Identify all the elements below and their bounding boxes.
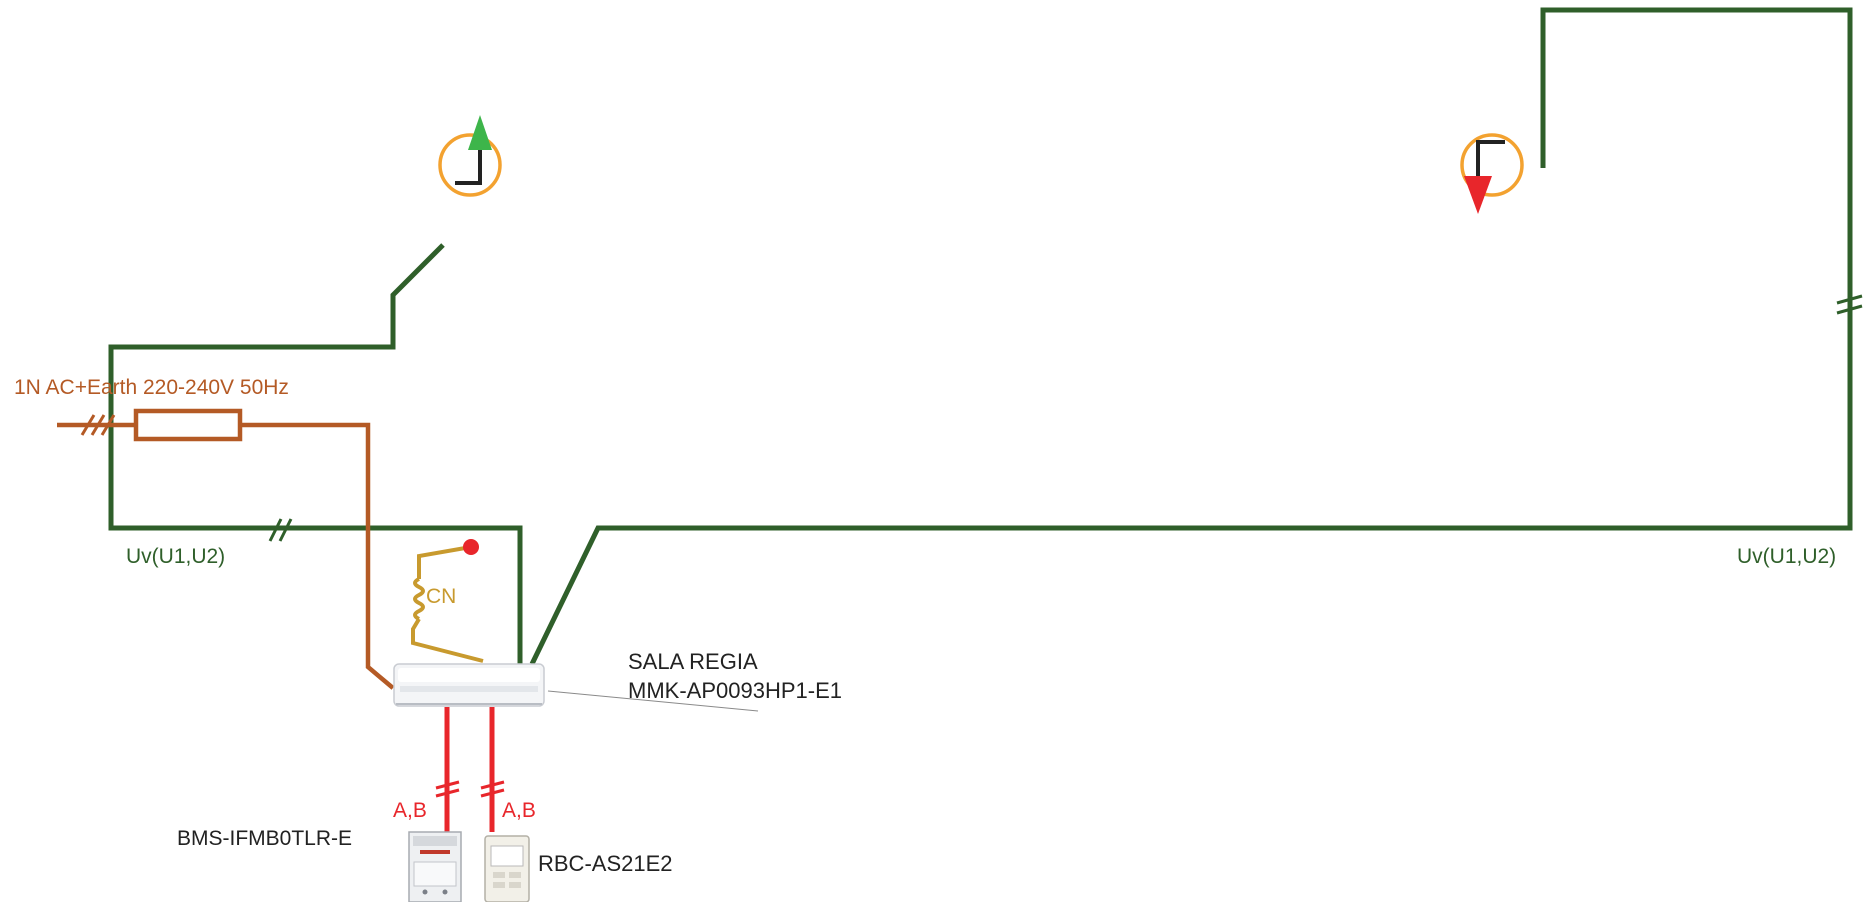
sensor-tip-dot bbox=[463, 539, 479, 555]
sensor-label: CN bbox=[426, 585, 457, 608]
unit-model-label: MMK-AP0093HP1-E1 bbox=[628, 678, 842, 703]
uv-tick-right-b bbox=[1836, 304, 1863, 315]
uv-tick-right-a bbox=[1836, 294, 1863, 305]
power-line-to-unit bbox=[240, 422, 395, 690]
uv-tick-left-a bbox=[268, 518, 283, 542]
bus-tick-right-b bbox=[480, 788, 505, 798]
uv-label-right: Uv(U1,U2) bbox=[1737, 545, 1837, 568]
power-tick-c bbox=[100, 414, 116, 436]
unit-leader-line bbox=[547, 690, 759, 712]
flow-in-down-icon bbox=[1460, 133, 1524, 214]
power-tick-a bbox=[80, 414, 96, 436]
power-supply-label: 1N AC+Earth 220-240V 50Hz bbox=[14, 376, 289, 399]
bus-label-right: A,B bbox=[502, 799, 536, 822]
remote-controller-label: RBC-AS21E2 bbox=[538, 851, 673, 876]
ab-bus-wiring bbox=[435, 707, 505, 832]
bus-tick-right-a bbox=[480, 780, 505, 790]
bms-interface-module-icon bbox=[408, 831, 462, 902]
fuse-icon bbox=[133, 408, 243, 442]
bms-interface-label: BMS-IFMB0TLR-E bbox=[177, 827, 353, 850]
sensor-coil-icon bbox=[413, 577, 425, 621]
power-wiring bbox=[57, 408, 395, 690]
sensor-lead bbox=[417, 545, 472, 579]
unit-name-label: SALA REGIA bbox=[628, 649, 758, 674]
flow-out-up-icon bbox=[438, 115, 502, 197]
uv-wiring bbox=[108, 7, 1863, 666]
sensor-lead-lower bbox=[411, 617, 484, 663]
uv-label-left: Uv(U1,U2) bbox=[126, 545, 226, 568]
bus-label-left: A,B bbox=[393, 799, 427, 822]
bus-tick-left-a bbox=[435, 780, 460, 790]
indoor-unit-icon bbox=[393, 663, 545, 707]
power-tick-b bbox=[90, 414, 106, 436]
remote-controller-icon bbox=[484, 835, 530, 902]
sensor-cn bbox=[411, 539, 484, 663]
uv-line-left-loop bbox=[108, 243, 523, 664]
uv-tick-left-b bbox=[278, 518, 293, 542]
uv-line-right-loop bbox=[529, 7, 1853, 666]
bus-tick-left-b bbox=[435, 788, 460, 798]
